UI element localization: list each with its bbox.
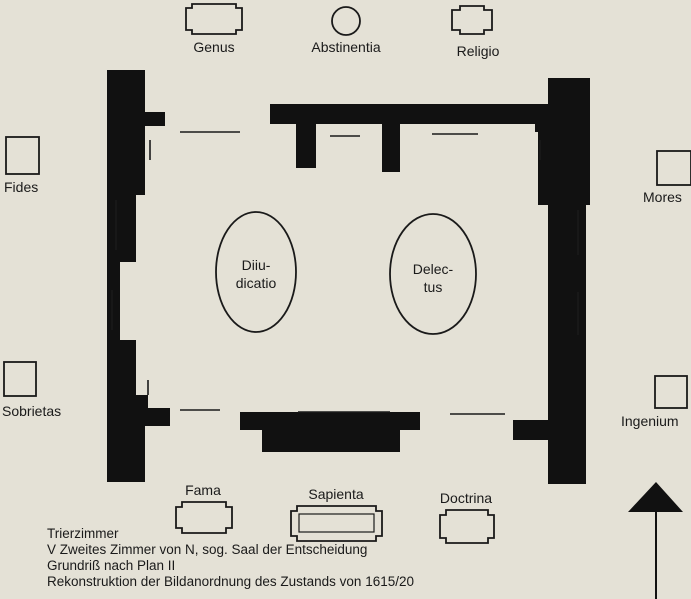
north-arrow-icon [628, 482, 683, 599]
ingenium-label: Ingenium [621, 413, 679, 429]
side-images [3, 136, 691, 409]
caption: Trierzimmer V Zweites Zimmer von N, sog.… [47, 526, 414, 590]
sapienta-frame-inner [298, 513, 375, 533]
diiudicatio-ellipse [215, 211, 297, 333]
fides-frame-icon [5, 136, 40, 175]
caption-line-4: Rekonstruktion der Bildanordnung des Zus… [47, 574, 414, 589]
sapienta-label: Sapienta [308, 486, 363, 502]
sobrietas-frame-icon [3, 361, 37, 397]
doctrina-frame-icon [439, 509, 495, 544]
mores-label: Mores [643, 189, 682, 205]
mores-frame-icon [656, 150, 691, 186]
sapienta-frame-icon [290, 505, 383, 542]
delectus-label-2: tus [424, 279, 443, 295]
diiudicatio-label-1: Diiu- [242, 257, 271, 273]
religio-frame-icon [451, 5, 493, 35]
doctrina-label: Doctrina [440, 490, 492, 506]
openings [111, 131, 579, 415]
bottom-images [175, 501, 495, 544]
genus-label: Genus [193, 39, 234, 55]
right-wall-main [548, 78, 586, 484]
delectus-ellipse [389, 213, 477, 335]
fides-label: Fides [4, 179, 38, 195]
religio-label: Religio [457, 43, 500, 59]
fama-frame-icon [175, 501, 233, 534]
bottom-wall [240, 412, 420, 452]
right-wall-inner [538, 125, 550, 205]
genus-frame-icon [185, 3, 243, 35]
abstinentia-medallion-icon [331, 6, 361, 36]
top-wall [270, 104, 548, 172]
delectus-label-1: Delec- [413, 261, 454, 277]
sobrietas-label: Sobrietas [2, 403, 61, 419]
caption-line-2: V Zweites Zimmer von N, sog. Saal der En… [47, 542, 368, 557]
left-wall-notch [107, 262, 120, 276]
diiudicatio-label-2: dicatio [236, 275, 277, 291]
caption-line-1: Trierzimmer [47, 526, 119, 541]
caption-line-3: Grundriß nach Plan II [47, 558, 176, 573]
top-images [185, 3, 493, 36]
abstinentia-label: Abstinentia [311, 39, 380, 55]
ingenium-frame-icon [654, 375, 688, 409]
fama-label: Fama [185, 482, 221, 498]
left-wall [107, 70, 170, 482]
walls [107, 70, 590, 484]
central-images: Diiu- dicatio Delec- tus [215, 211, 477, 335]
